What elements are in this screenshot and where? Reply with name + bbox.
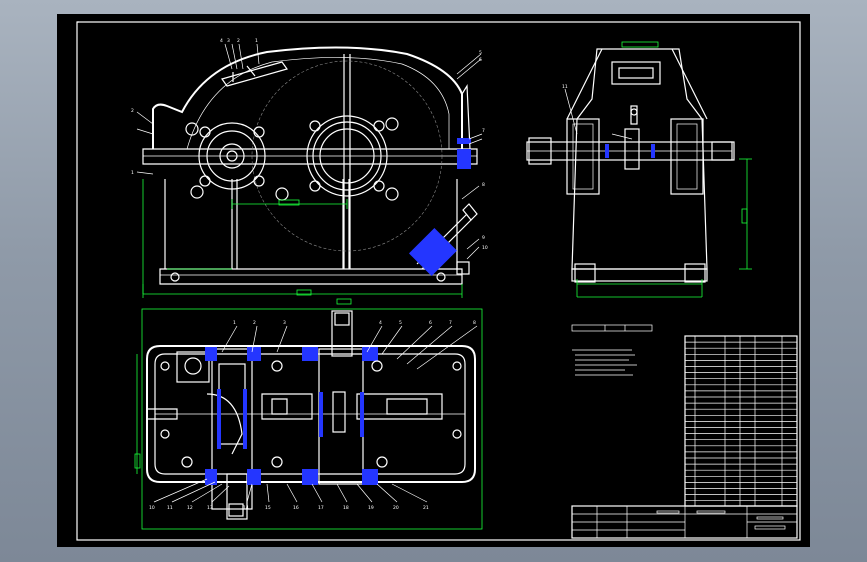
label-front-6: 6 (479, 57, 482, 63)
label-plan-7: 7 (449, 320, 452, 326)
label-front-10: 10 (482, 245, 488, 251)
label-front-5: 5 (479, 50, 482, 56)
label-plan-4: 4 (379, 320, 382, 326)
label-plan-19: 19 (368, 505, 374, 511)
label-plan-12: 12 (187, 505, 193, 511)
label-front-left-1: 1 (131, 170, 134, 176)
parts-list-table (684, 335, 798, 507)
label-plan-15: 15 (265, 505, 271, 511)
label-front-left-2: 2 (131, 108, 134, 114)
label-front-8: 8 (482, 182, 485, 188)
label-plan-16: 16 (293, 505, 299, 511)
gearbox-assembly-drawing: 4 3 2 1 5 6 2 1 7 8 9 10 (76, 21, 801, 541)
label-plan-3: 3 (283, 320, 286, 326)
label-plan-21: 21 (423, 505, 429, 511)
label-plan-8: 8 (473, 320, 476, 326)
label-front-3: 3 (227, 38, 230, 44)
side-view: 11 (526, 41, 752, 298)
label-plan-17: 17 (318, 505, 324, 511)
technical-notes (571, 324, 653, 376)
label-side-11: 11 (562, 84, 568, 90)
label-plan-20: 20 (393, 505, 399, 511)
label-front-7: 7 (482, 128, 485, 134)
label-plan-1: 1 (233, 320, 236, 326)
label-plan-5: 5 (399, 320, 402, 326)
title-block (571, 505, 798, 539)
label-front-9: 9 (482, 235, 485, 241)
drawing-border (76, 21, 801, 541)
label-plan-6: 6 (429, 320, 432, 326)
plan-view: 1 2 3 4 5 6 7 8 10 11 12 13 14 15 16 17 … (134, 298, 483, 530)
label-plan-14: 14 (243, 505, 249, 511)
label-plan-10: 10 (149, 505, 155, 511)
label-front-4: 4 (220, 38, 223, 44)
front-view: 4 3 2 1 5 6 2 1 7 8 9 10 (131, 38, 488, 298)
drawing-sheet: 4 3 2 1 5 6 2 1 7 8 9 10 (57, 14, 810, 547)
label-plan-11: 11 (167, 505, 173, 511)
label-plan-13: 13 (207, 505, 213, 511)
label-plan-2: 2 (253, 320, 256, 326)
label-plan-18: 18 (343, 505, 349, 511)
label-front-1: 1 (255, 38, 258, 44)
label-front-2: 2 (237, 38, 240, 44)
